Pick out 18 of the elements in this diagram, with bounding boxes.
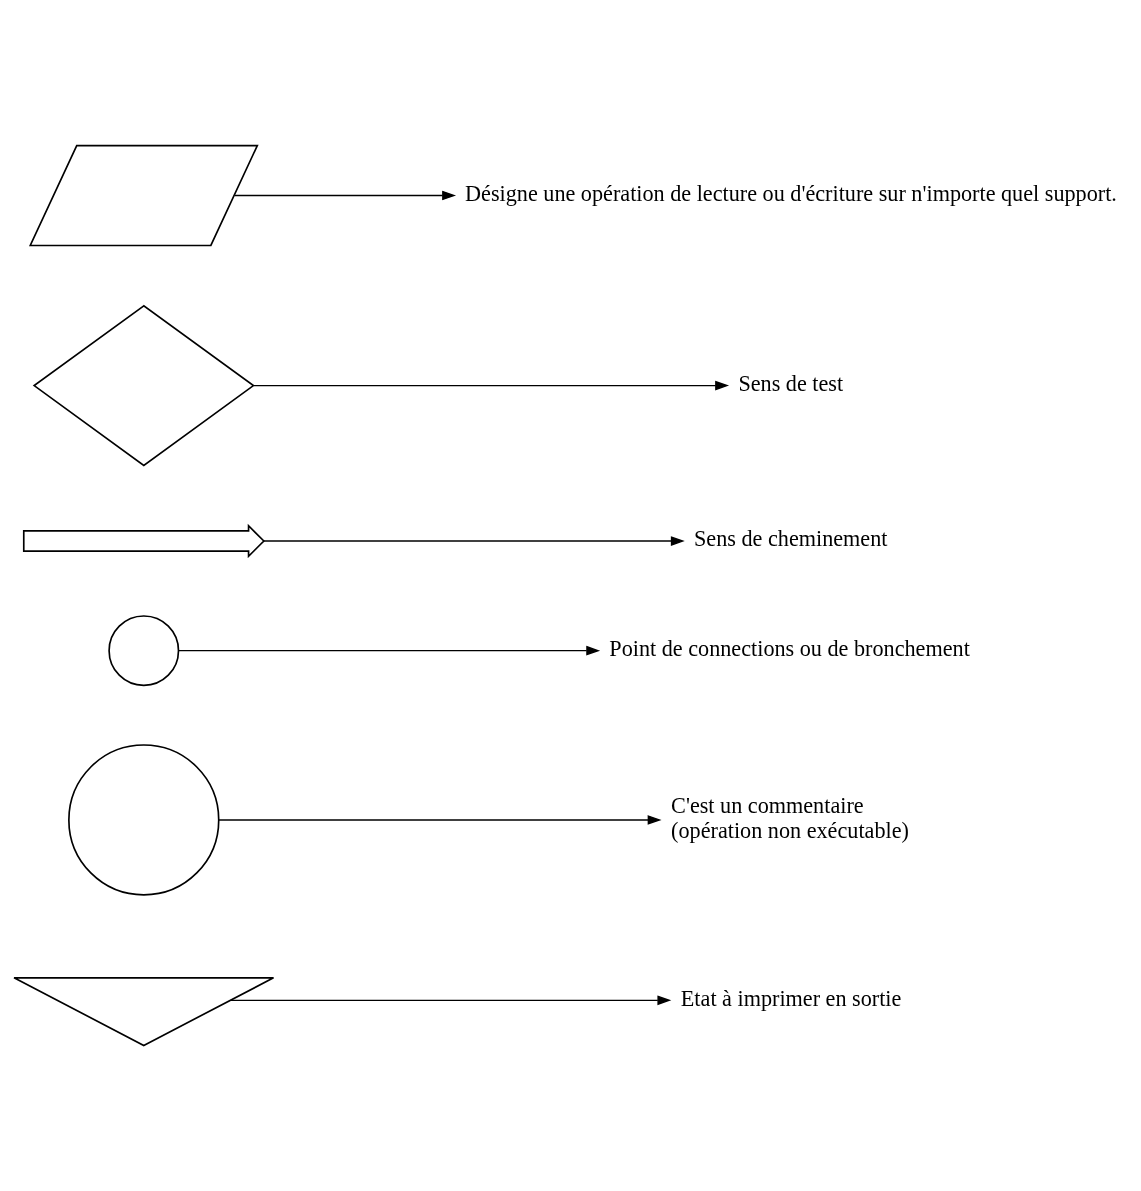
node-text: Sens de cheminement <box>694 526 888 552</box>
node-circle <box>68 744 220 896</box>
arrow <box>234 190 457 201</box>
arrow <box>253 380 730 391</box>
node-parallelogram <box>28 144 259 247</box>
node-text: Point de connections ou de bronchement <box>609 635 970 661</box>
arrow <box>218 815 662 825</box>
node-line <box>22 523 265 559</box>
arrow <box>263 536 685 546</box>
node-diamond <box>32 304 255 467</box>
node-text: Etat à imprimer en sortie <box>680 985 902 1011</box>
node-text: Sens de test <box>738 370 844 396</box>
node-text: C'est un commentaire (opération non exécutable) <box>671 792 909 843</box>
arrow <box>178 645 601 656</box>
node-text: Désigne une opération de lecture ou d'écriture sur n'importe quel support. <box>465 180 1117 206</box>
arrow <box>230 995 672 1006</box>
node-circle <box>108 615 180 687</box>
node-triangle <box>13 976 275 1047</box>
